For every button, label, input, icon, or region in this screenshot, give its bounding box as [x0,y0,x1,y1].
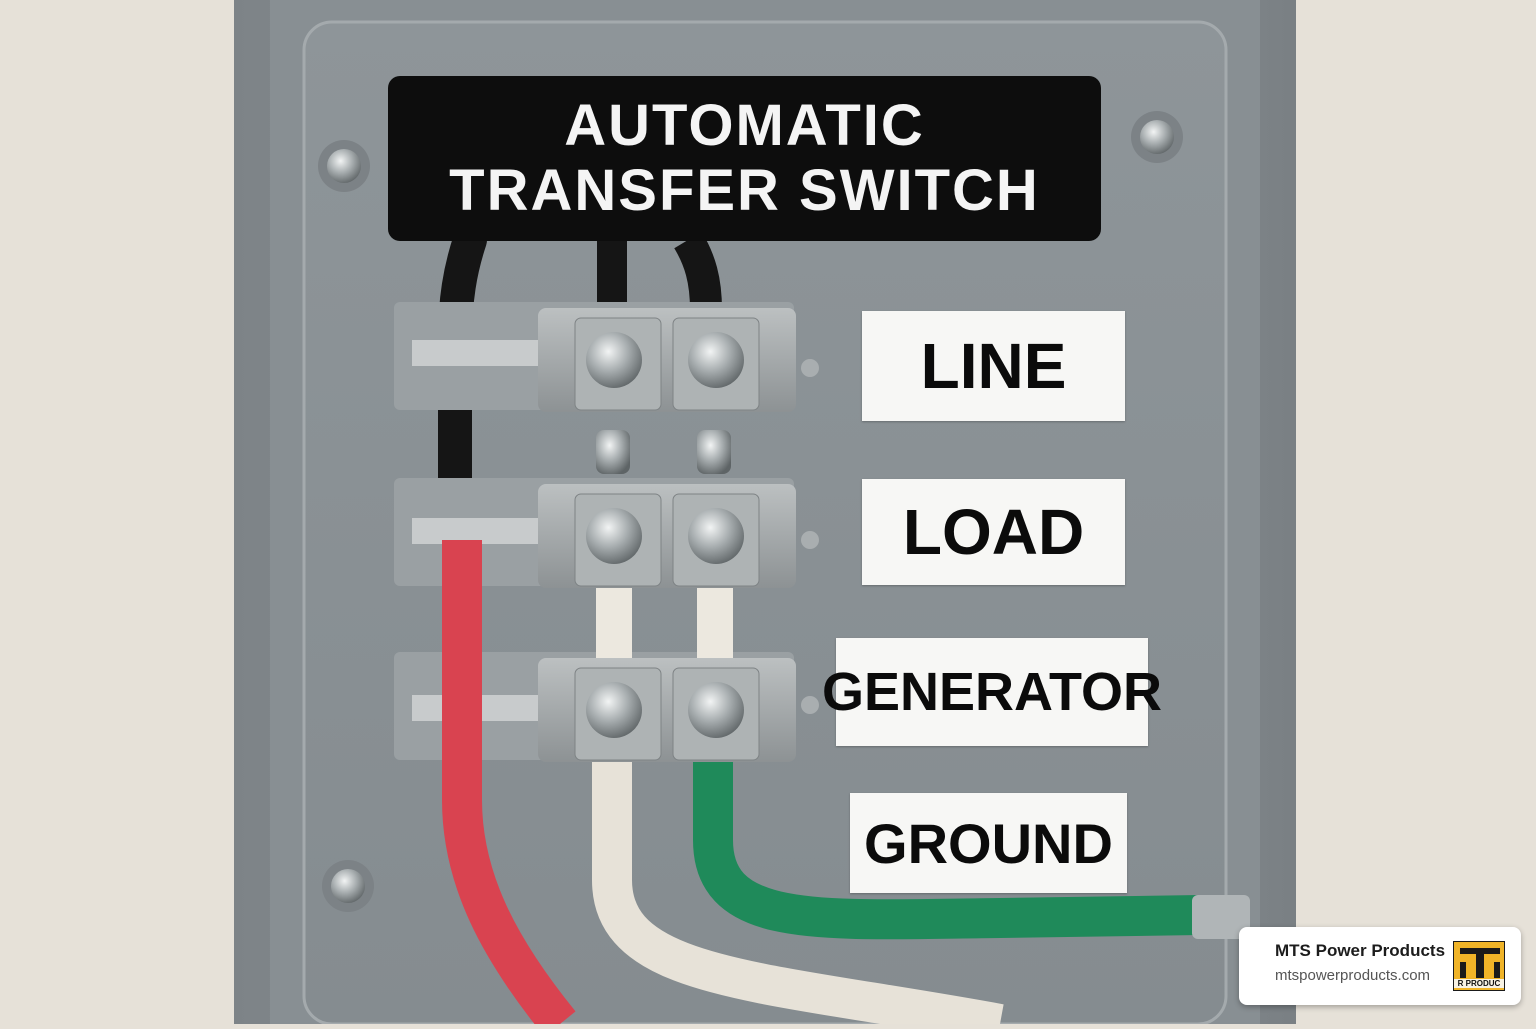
watermark-name: MTS Power Products [1275,941,1446,960]
ground-label: GROUND [850,793,1127,893]
white-wire [596,586,632,666]
watermark-url: mtspowerproducts.com [1275,967,1431,984]
white-wire [697,586,733,666]
load-label: LOAD [862,479,1125,585]
panel-title-line1: AUTOMATIC [564,92,925,158]
panel-title-plate: AUTOMATIC TRANSFER SWITCH [388,76,1101,241]
mts-logo-icon: R PRODUC [1453,941,1505,991]
screw-icon [318,111,1183,912]
line-label: LINE [862,311,1125,421]
watermark-badge[interactable]: MTS Power Products mtspowerproducts.com … [1239,927,1521,1005]
black-wire [597,240,627,310]
bolt-icon [586,332,744,738]
white-wire [592,750,1004,1029]
terminal-blocks [538,308,796,762]
generator-label: GENERATOR [822,638,1162,746]
logo-text: R PRODUC [1454,979,1504,988]
red-wire [442,540,576,1029]
conduit-fitting [1192,895,1250,939]
rail-screw-icon [801,359,819,714]
panel-title-line2: TRANSFER SWITCH [449,157,1040,223]
green-wire [693,750,1201,940]
black-wire [674,231,722,311]
